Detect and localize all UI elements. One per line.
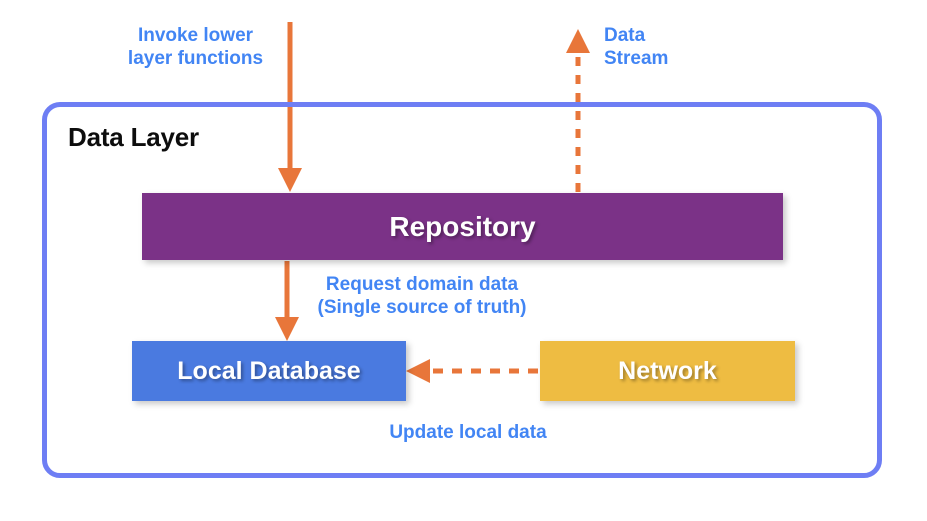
- data-layer-title: Data Layer: [68, 122, 199, 152]
- request-domain-data-annotation: Request domain data (Single source of tr…: [317, 274, 527, 319]
- data-stream-annotation: Data Stream: [604, 25, 669, 70]
- network-box[interactable]: Network: [540, 341, 795, 401]
- update-local-data-annotation: Update local data: [389, 422, 547, 443]
- local-database-label: Local Database: [177, 356, 361, 385]
- repository-box[interactable]: Repository: [142, 193, 783, 260]
- network-label: Network: [618, 356, 717, 385]
- data-layer-container: [42, 102, 882, 478]
- local-database-box[interactable]: Local Database: [132, 341, 406, 401]
- repository-label: Repository: [389, 210, 536, 242]
- invoke-lower-layer-annotation: Invoke lower layer functions: [127, 25, 264, 70]
